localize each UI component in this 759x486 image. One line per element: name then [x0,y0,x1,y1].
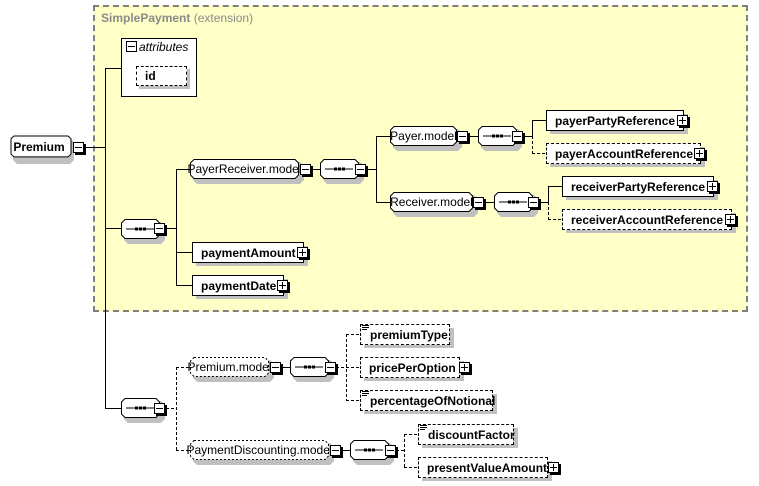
group-payer-receiver-model[interactable]: PayerReceiver.model [187,159,304,184]
plus-box-icon[interactable] [277,280,288,291]
plus-box-icon[interactable] [677,115,688,126]
minus-box-icon[interactable] [385,445,396,456]
group-receiver-model[interactable]: Receiver.model [390,192,478,217]
minus-box-icon[interactable] [126,41,137,52]
element-receiver-party-reference[interactable]: receiverPartyReference [562,176,714,197]
element-percentage-of-notional[interactable]: percentageOfNotional [360,390,495,411]
list-lines-icon [362,391,369,397]
plus-box-icon[interactable] [459,362,470,373]
element-price-per-option[interactable]: pricePerOption [360,357,460,378]
root-element[interactable]: Premium [10,135,74,164]
plus-box-icon[interactable] [725,214,736,225]
minus-box-icon[interactable] [325,362,336,373]
plus-box-icon[interactable] [297,247,308,258]
list-lines-icon [420,425,427,431]
element-present-value-amount[interactable]: presentValueAmount [418,457,548,478]
list-lines-icon [362,325,369,331]
group-payer-model[interactable]: Payer.model [390,126,462,151]
root-label: Premium [13,140,65,154]
element-premium-type[interactable]: premiumType [360,324,450,345]
extension-title: SimplePayment (extension) [101,11,253,25]
plus-box-icon[interactable] [694,148,705,159]
extension-kind: (extension) [193,11,254,25]
minus-box-icon[interactable] [355,164,366,175]
minus-box-icon[interactable] [300,164,311,175]
extension-name: SimplePayment [101,11,191,25]
group-label: Payer.model [390,129,457,143]
element-discount-factor[interactable]: discountFactor [418,424,515,445]
sequence-compositor-premium[interactable] [290,357,334,382]
minus-box-icon[interactable] [73,142,84,153]
minus-box-icon[interactable] [270,362,281,373]
plus-box-icon[interactable] [707,181,718,192]
element-payment-amount[interactable]: paymentAmount [192,242,304,263]
sequence-compositor-receiver[interactable] [494,192,538,217]
element-receiver-account-reference[interactable]: receiverAccountReference [562,209,732,230]
group-label: Premium.model [187,360,272,374]
sequence-compositor-payer-receiver[interactable] [320,159,364,184]
minus-box-icon[interactable] [154,223,165,234]
minus-box-icon[interactable] [512,131,523,142]
plus-box-icon[interactable] [548,462,559,473]
sequence-compositor-payer[interactable] [478,126,522,151]
minus-box-icon[interactable] [528,197,539,208]
group-label: PayerReceiver.model [187,162,302,176]
element-payment-date[interactable]: paymentDate [192,275,284,296]
group-premium-model[interactable]: Premium.model [187,357,274,382]
minus-box-icon[interactable] [457,131,468,142]
attribute-id[interactable]: id [136,66,187,86]
minus-box-icon[interactable] [154,403,165,414]
element-payer-account-reference[interactable]: payerAccountReference [546,143,701,164]
group-label: PaymentDiscounting.model [186,443,333,457]
minus-box-icon[interactable] [330,445,341,456]
group-payment-discounting-model[interactable]: PaymentDiscounting.model [186,440,334,465]
minus-box-icon[interactable] [473,197,484,208]
attributes-label: attributes [139,40,189,54]
element-payer-party-reference[interactable]: payerPartyReference [546,110,684,131]
sequence-compositor-discounting[interactable] [350,440,394,465]
group-label: Receiver.model [390,195,473,209]
